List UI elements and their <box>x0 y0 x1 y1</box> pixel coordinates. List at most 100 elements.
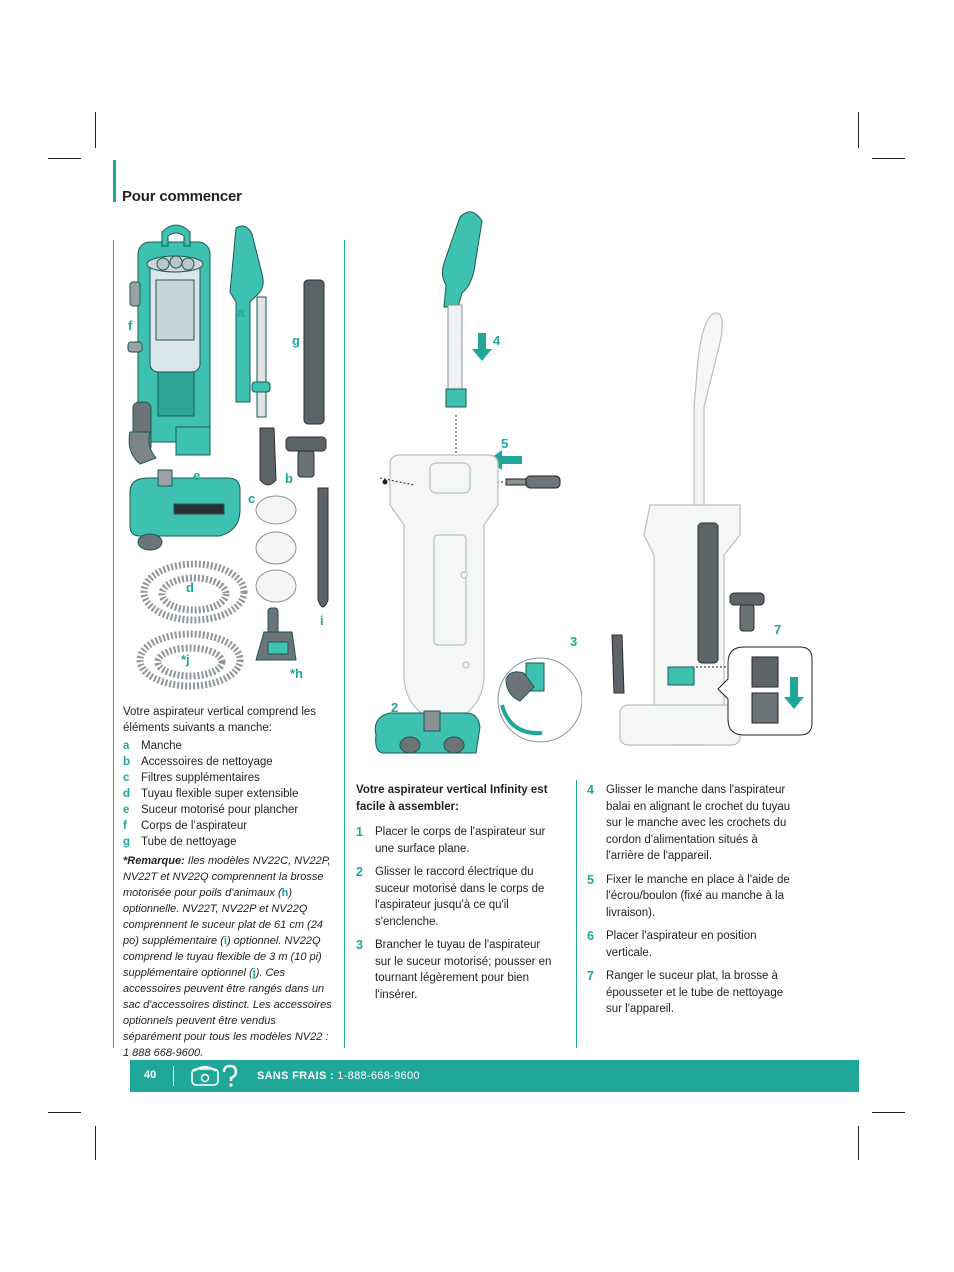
arrow-down-icon <box>472 333 492 361</box>
arrow-down-icon <box>784 677 804 709</box>
column-divider <box>113 240 114 1048</box>
figure-label-b: b <box>285 471 293 486</box>
cleaning-tube-image <box>303 279 325 425</box>
phone-help-icon <box>191 1064 238 1087</box>
part-key: a <box>123 740 130 752</box>
figure-label-d: d <box>186 580 194 595</box>
note-ref-j: j <box>252 967 256 979</box>
crop-mark <box>872 158 905 159</box>
section-title: Pour commencer <box>122 188 242 205</box>
crop-mark <box>858 1126 859 1160</box>
figure-label-step-3: 3 <box>570 634 578 649</box>
crop-mark <box>48 1112 81 1113</box>
note-text: ) optionnel. NV22Q comprend le tuyau fle… <box>123 935 322 979</box>
handle-image <box>441 211 483 408</box>
figure-label-step-2: 2 <box>391 700 399 715</box>
part-text: Suceur motorisé pour plancher <box>141 804 299 816</box>
list-item: 2 Glisser le raccord électrique du suceur… <box>356 864 552 930</box>
part-key: b <box>123 756 131 768</box>
tube-storage-inset <box>696 646 813 736</box>
dusting-brush-image <box>285 436 327 478</box>
crevice-tool-image <box>259 427 277 486</box>
figure-label-h: *h <box>290 666 303 681</box>
step-number: 6 <box>587 929 594 943</box>
section-accent-bar <box>113 160 116 202</box>
list-item: a Manche <box>123 738 343 754</box>
figure-label-f: f <box>128 318 133 333</box>
vacuum-body-image <box>127 224 211 465</box>
figure-label-step-7: 7 <box>774 622 782 637</box>
list-item: 7 Ranger le suceur plat, la brosse à épou… <box>587 968 797 1018</box>
page-number: 40 <box>144 1069 157 1081</box>
toll-free-label: SANS FRAIS : <box>257 1070 334 1082</box>
crop-mark <box>95 112 96 148</box>
step-text: Fixer le manche en place à l'aide de l'é… <box>606 873 790 919</box>
figure-label-g: g <box>292 333 300 348</box>
list-item: 1 Placer le corps de l'aspirateur sur une… <box>356 824 552 857</box>
step-text: Brancher le tuyau de l'aspirateur sur le… <box>375 939 552 1001</box>
step-number: 7 <box>587 969 594 983</box>
crop-mark <box>48 158 81 159</box>
handle-image <box>229 225 271 418</box>
list-item: 3 Brancher le tuyau de l'aspirateur sur l… <box>356 937 552 1003</box>
hose-connection-inset <box>497 657 582 743</box>
step-number: 2 <box>356 865 363 879</box>
list-item: f Corps de l’aspirateur <box>123 818 343 834</box>
toll-free-line: SANS FRAIS : 1-888-668-9600 <box>257 1070 420 1082</box>
part-text: Manche <box>141 740 182 752</box>
assembly-steps: Votre aspirateur vertical Infinity est f… <box>356 782 552 1010</box>
step-text: Glisser le manche dans l'aspirateur bala… <box>606 784 791 862</box>
step-text: Ranger le suceur plat, la brosse à épous… <box>606 970 784 1015</box>
arrow-curved-icon <box>500 704 543 736</box>
part-key: g <box>123 836 131 848</box>
step-number: 4 <box>587 783 594 797</box>
extension-hose-image <box>140 560 248 624</box>
footer-divider <box>173 1066 174 1086</box>
step-number: 5 <box>587 872 594 887</box>
cleaning-tube-image <box>697 522 719 664</box>
note-text: ) optionnelle. NV22T, NV22P et NV22Q com… <box>123 887 323 947</box>
footer-bar: 40 SANS FRAIS : 1-888-668-9600 <box>130 1060 859 1092</box>
parts-intro: Votre aspirateur vertical comprend les é… <box>123 706 317 734</box>
note-text: Iles modèles NV22C, NV22P, NV22T et NV22… <box>123 855 331 899</box>
figure-label-e: e <box>193 468 201 483</box>
step-text: Placer l'aspirateur en position vertical… <box>606 930 757 959</box>
step-number: 1 <box>356 825 363 839</box>
optional-accessories-note: *Remarque: Iles modèles NV22C, NV22P, NV… <box>123 853 337 1061</box>
part-text: Tuyau flexible super extensible <box>141 788 299 800</box>
list-item: 5 Fixer le manche en place à l'aide de l'… <box>587 872 797 922</box>
parts-illustration <box>127 224 329 690</box>
note-label: *Remarque: <box>123 855 185 867</box>
part-key: f <box>123 820 127 832</box>
filters-image <box>255 495 297 603</box>
long-crevice-tool-image <box>317 487 329 608</box>
storage-illustration <box>611 312 813 746</box>
column-divider <box>576 780 577 1048</box>
dusting-brush-image <box>729 592 765 632</box>
floor-nozzle-image <box>374 710 481 754</box>
floor-nozzle-image <box>129 469 241 551</box>
part-key: d <box>123 788 131 800</box>
part-text: Filtres supplémentaires <box>141 772 260 784</box>
part-text: Accessoires de nettoyage <box>141 756 273 768</box>
figure-label-a: a <box>237 305 245 320</box>
crop-mark <box>858 112 859 148</box>
step-text: Placer le corps de l'aspirateur sur une … <box>375 826 546 855</box>
list-item: g Tube de nettoyage <box>123 834 343 850</box>
pet-brush-image <box>255 607 297 661</box>
list-item: b Accessoires de nettoyage <box>123 754 343 770</box>
crop-mark <box>95 1126 96 1160</box>
part-text: Tube de nettoyage <box>141 836 237 848</box>
step-number: 3 <box>356 938 363 952</box>
part-text: Corps de l’aspirateur <box>141 820 248 832</box>
assembly-steps-continued: 4 Glisser le manche dans l'aspirateur bal… <box>587 782 797 1025</box>
note-text: ). Ces accessoires peuvent être rangés d… <box>123 967 332 1059</box>
crevice-tool-image <box>611 634 625 694</box>
assembly-heading: Votre aspirateur vertical Infinity est f… <box>356 784 548 813</box>
note-ref-i: i <box>223 935 227 947</box>
step-text: Glisser le raccord électrique du suceur … <box>375 866 545 928</box>
figure-label-j: *j <box>181 652 190 667</box>
assembly-illustration <box>374 211 582 754</box>
